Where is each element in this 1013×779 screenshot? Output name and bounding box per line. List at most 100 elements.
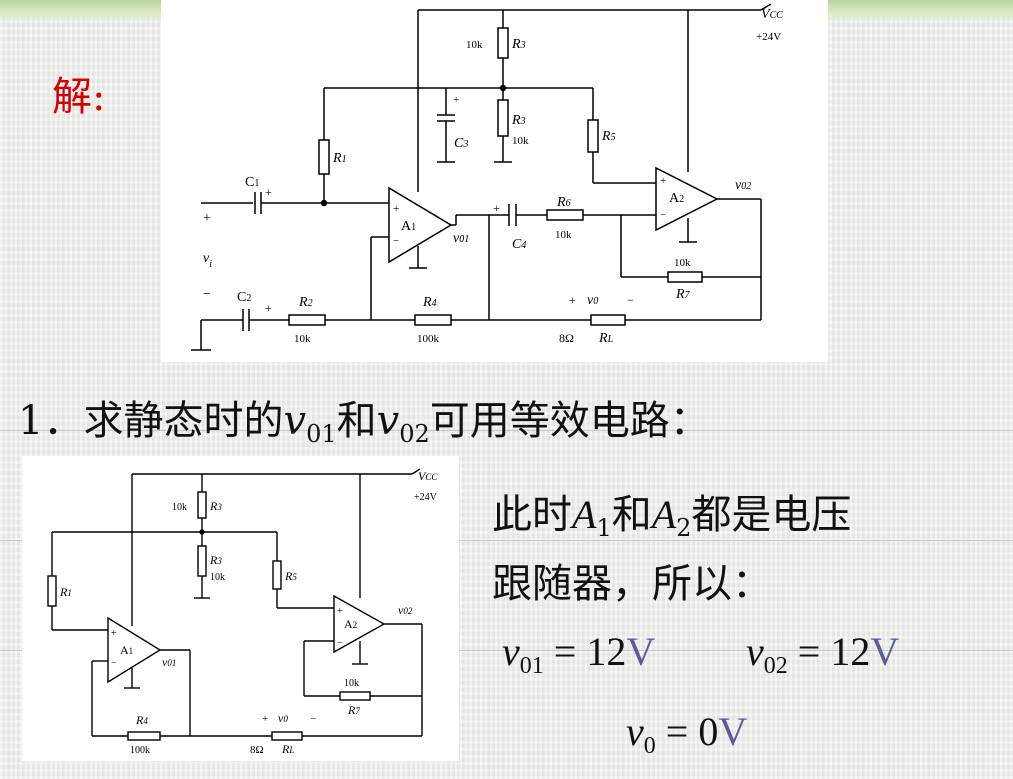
eq-v0-value: = 0 (655, 709, 719, 754)
c3-sub: 3 (462, 139, 468, 150)
vi-plus: + (203, 211, 211, 226)
svg-text:R4: R4 (422, 295, 437, 310)
explanation-line-1: 此时A1和A2都是电压 (492, 487, 851, 556)
svg-text:v01: v01 (162, 655, 176, 669)
r2-value: 10k (294, 333, 311, 345)
r3a-value-eq: 10k (172, 502, 187, 513)
r2-label: R (298, 295, 308, 310)
r4-label: R (422, 295, 432, 310)
eq-v02-unit: V (870, 629, 900, 674)
solution-heading: 解: (52, 74, 106, 120)
v0-minus: − (627, 293, 634, 307)
r3a-label: R (511, 37, 521, 52)
c2-label: C (237, 290, 246, 305)
v0-plus: + (569, 293, 576, 307)
r4-sub-eq: 4 (143, 716, 148, 726)
r3a-label-eq: R (209, 499, 218, 513)
r4-value-eq: 100k (130, 745, 150, 756)
v02-label-eq: v (398, 603, 404, 617)
a1-plus: + (393, 203, 399, 215)
v02-sub-eq: 02 (403, 606, 413, 616)
rl-sub: L (607, 334, 614, 345)
vi-sub: i (209, 259, 212, 270)
eq-v02-value: = 12 (787, 629, 871, 674)
svg-text:C1: C1 (245, 175, 259, 190)
r7-sub-eq: 7 (355, 706, 360, 716)
rule-line (0, 650, 1013, 651)
svg-text:C2: C2 (237, 290, 251, 305)
equation-v0: v0 = 0V (626, 708, 747, 760)
r4-value: 100k (417, 333, 440, 345)
eq-v01-var: v (502, 629, 520, 674)
r6-sub: 6 (566, 198, 571, 209)
c3-label: C (454, 136, 464, 151)
c1-plus: + (265, 185, 272, 199)
a1-label: A (401, 219, 412, 234)
desc-and: 和 (611, 492, 652, 538)
desc-a2-sub: 2 (676, 514, 692, 542)
c4-sub: 4 (521, 240, 526, 251)
a2-label: A (669, 191, 680, 206)
step-v02-sub: 02 (399, 420, 430, 448)
svg-text:R1: R1 (59, 585, 72, 599)
r3a-sub-eq: 3 (216, 502, 222, 512)
vcc-label-eq: V (418, 469, 427, 483)
r4-sub: 4 (432, 298, 437, 309)
svg-text:R5: R5 (284, 569, 297, 583)
svg-text:R3: R3 (209, 553, 222, 567)
svg-text:R3: R3 (511, 37, 526, 52)
step-v02: v (376, 398, 400, 444)
a2-sub: 2 (679, 194, 684, 205)
svg-text:A1: A1 (401, 219, 416, 234)
svg-text:v0: v0 (278, 711, 288, 725)
rule-line (0, 540, 1013, 541)
a1-minus: − (393, 235, 399, 247)
svg-text:VCC: VCC (418, 469, 438, 483)
c2-sub: 2 (246, 293, 251, 304)
step-v01-sub: 01 (306, 420, 337, 448)
eq-v0-var: v (626, 709, 644, 754)
rl-label: R (598, 331, 608, 346)
v0-label-eq: v (278, 711, 284, 725)
c1-sub: 1 (254, 178, 259, 189)
vi-label: v (203, 251, 210, 266)
r1-sub-eq: 1 (67, 588, 72, 598)
r3b-label: R (511, 113, 521, 128)
svg-text:VCC: VCC (761, 7, 783, 22)
r7-label: R (675, 287, 685, 302)
r3b-label-eq: R (209, 553, 218, 567)
v01-label: v (453, 231, 460, 246)
a2-minus: − (660, 209, 666, 221)
svg-text:R3: R3 (209, 499, 222, 513)
svg-text:v02: v02 (735, 178, 751, 193)
desc-voltage: 都是电压 (691, 492, 852, 538)
vcc-value-eq: +24V (414, 492, 438, 503)
a1-plus-eq: + (111, 628, 117, 639)
step-and: 和 (336, 398, 377, 444)
step-prefix: 1．求静态时的 (18, 398, 284, 444)
r7-value-eq: 10k (344, 678, 359, 689)
rl-value: 8Ω (559, 331, 574, 345)
eq-v01-value: = 12 (543, 629, 627, 674)
eq-v0-unit: V (718, 709, 748, 754)
r1-label: R (332, 151, 342, 166)
v0-sub-eq: 0 (283, 714, 288, 724)
desc-a2: A (651, 492, 677, 537)
v01-sub: 01 (459, 234, 469, 245)
c3-plus: + (453, 94, 459, 106)
svg-text:R4: R4 (135, 713, 148, 727)
r3a-sub: 3 (520, 40, 526, 51)
v01-label-eq: v (162, 655, 168, 669)
svg-text:C4: C4 (512, 237, 526, 252)
r7-label-eq: R (347, 703, 356, 717)
a2-plus-eq: + (337, 606, 343, 617)
eq-v02-var: v (746, 629, 764, 674)
r7-value: 10k (674, 257, 691, 269)
svg-text:A2: A2 (669, 191, 684, 206)
desc-a1: A (572, 492, 597, 537)
eq-v01-sub: 01 (519, 653, 544, 679)
v0-plus-eq: + (262, 713, 268, 725)
svg-text:R3: R3 (511, 113, 526, 128)
svg-text:v02: v02 (398, 603, 413, 617)
a2-plus: + (660, 175, 666, 187)
